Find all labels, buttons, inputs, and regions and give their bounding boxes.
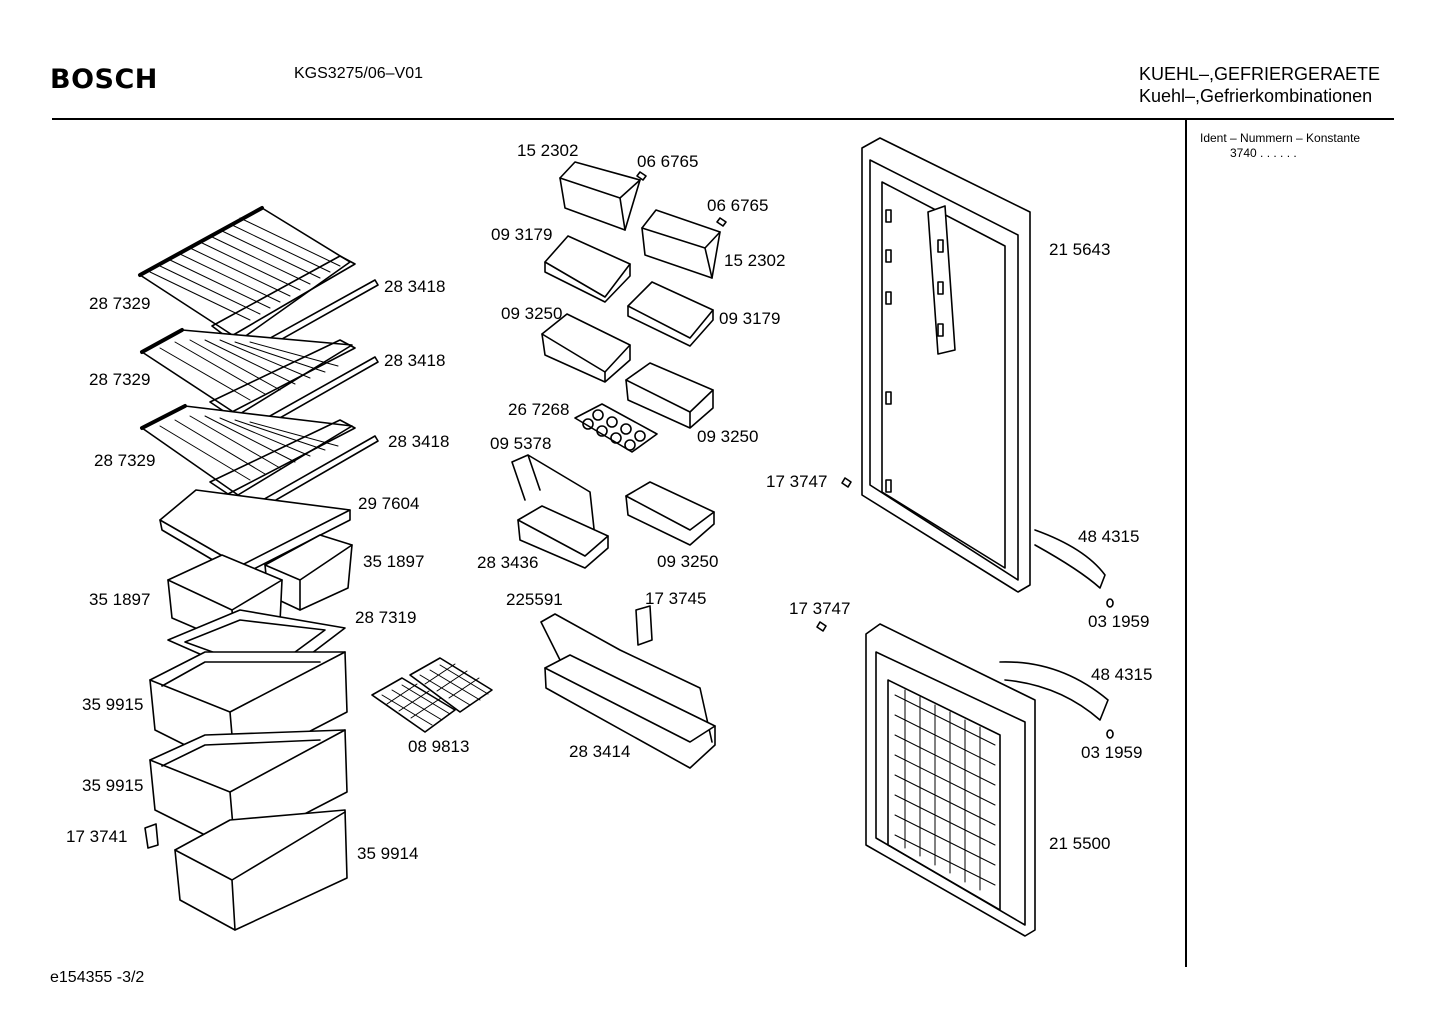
category-title: KUEHL–,GEFRIERGERAETE bbox=[1139, 64, 1381, 84]
part-label: 35 9915 bbox=[82, 695, 144, 714]
part-label: 225591 bbox=[506, 590, 563, 609]
part-label: 35 1897 bbox=[363, 552, 425, 571]
freezer-door-dimples bbox=[894, 689, 996, 891]
header-divider bbox=[52, 118, 1394, 120]
part-label: 17 3747 bbox=[766, 472, 828, 491]
part-label: 28 7329 bbox=[89, 294, 151, 313]
wire-shelf-3 bbox=[140, 404, 356, 496]
clip-part bbox=[144, 823, 159, 849]
part-label: 35 9915 bbox=[82, 776, 144, 795]
drawing-id: e154355 -3/2 bbox=[50, 969, 145, 986]
part-label: 17 3745 bbox=[645, 589, 707, 608]
bottle-retainer-1 bbox=[511, 454, 596, 539]
bottle-retainer-2 bbox=[540, 613, 713, 743]
part-label: 15 2302 bbox=[517, 141, 579, 160]
part-label: 06 6765 bbox=[637, 152, 699, 171]
part-label: 48 4315 bbox=[1078, 527, 1140, 546]
part-label: 28 7329 bbox=[94, 451, 156, 470]
ident-label: Ident – Nummern – Konstante bbox=[1200, 131, 1361, 145]
part-label: 09 3179 bbox=[491, 225, 553, 244]
part-label: 08 9813 bbox=[408, 737, 470, 756]
egg-tray bbox=[574, 403, 658, 453]
part-label: 21 5643 bbox=[1049, 240, 1111, 259]
model-number: KGS3275/06–V01 bbox=[294, 65, 423, 82]
part-label: 17 3747 bbox=[789, 599, 851, 618]
door-bin-4 bbox=[625, 481, 715, 546]
door-bin-small-1 bbox=[544, 235, 631, 303]
door-bin-medium-2 bbox=[625, 362, 714, 429]
part-label: 28 7329 bbox=[89, 370, 151, 389]
sidebar-divider bbox=[1185, 119, 1187, 967]
door-bin-3 bbox=[517, 505, 609, 569]
door-handle-2 bbox=[999, 661, 1109, 721]
part-label: 17 3741 bbox=[66, 827, 128, 846]
part-label: 03 1959 bbox=[1081, 743, 1143, 762]
part-label: 15 2302 bbox=[724, 251, 786, 270]
part-label: 28 3436 bbox=[477, 553, 539, 572]
hinge-screw-2 bbox=[816, 621, 827, 632]
door-bin-medium-1 bbox=[541, 313, 631, 383]
door-bin-small-2 bbox=[627, 281, 714, 347]
wire-shelf-2 bbox=[140, 328, 356, 416]
part-label: 21 5500 bbox=[1049, 834, 1111, 853]
part-label: 09 5378 bbox=[490, 434, 552, 453]
bottle-door-bin bbox=[544, 654, 716, 769]
brand-logo: BOSCH bbox=[50, 64, 158, 95]
part-label: 35 1897 bbox=[89, 590, 151, 609]
part-label: 28 3418 bbox=[384, 277, 446, 296]
cap-2 bbox=[1106, 729, 1114, 739]
cap-1 bbox=[1106, 598, 1114, 608]
part-label: 28 3418 bbox=[388, 432, 450, 451]
butter-lid-2 bbox=[641, 209, 721, 279]
fridge-door bbox=[861, 137, 1031, 593]
part-label: 35 9914 bbox=[357, 844, 419, 863]
ice-tray-2 bbox=[371, 677, 456, 733]
crisper-drawer-3 bbox=[174, 809, 348, 931]
ident-value: 3740 . . . . . . bbox=[1230, 146, 1297, 160]
butter-lid-1 bbox=[559, 161, 641, 231]
category-subtitle: Kuehl–,Gefrierkombinationen bbox=[1139, 86, 1373, 106]
part-label: 29 7604 bbox=[358, 494, 420, 513]
part-label: 28 7319 bbox=[355, 608, 417, 627]
part-label: 28 3414 bbox=[569, 742, 631, 761]
part-label: 06 6765 bbox=[707, 196, 769, 215]
part-label: 09 3179 bbox=[719, 309, 781, 328]
part-label: 48 4315 bbox=[1091, 665, 1153, 684]
screw-1 bbox=[636, 171, 647, 181]
retainer-clip bbox=[635, 605, 653, 646]
door-handle-1 bbox=[1034, 529, 1106, 589]
small-drawer-right bbox=[264, 534, 353, 611]
hinge-screw-1 bbox=[841, 477, 852, 488]
part-label: 26 7268 bbox=[508, 400, 570, 419]
wire-shelf-1 bbox=[138, 206, 356, 341]
part-label: 28 3418 bbox=[384, 351, 446, 370]
part-label: 03 1959 bbox=[1088, 612, 1150, 631]
part-label: 09 3250 bbox=[657, 552, 719, 571]
part-label: 09 3250 bbox=[697, 427, 759, 446]
ice-tray-1 bbox=[409, 657, 493, 713]
screw-2 bbox=[716, 217, 727, 227]
part-label: 09 3250 bbox=[501, 304, 563, 323]
